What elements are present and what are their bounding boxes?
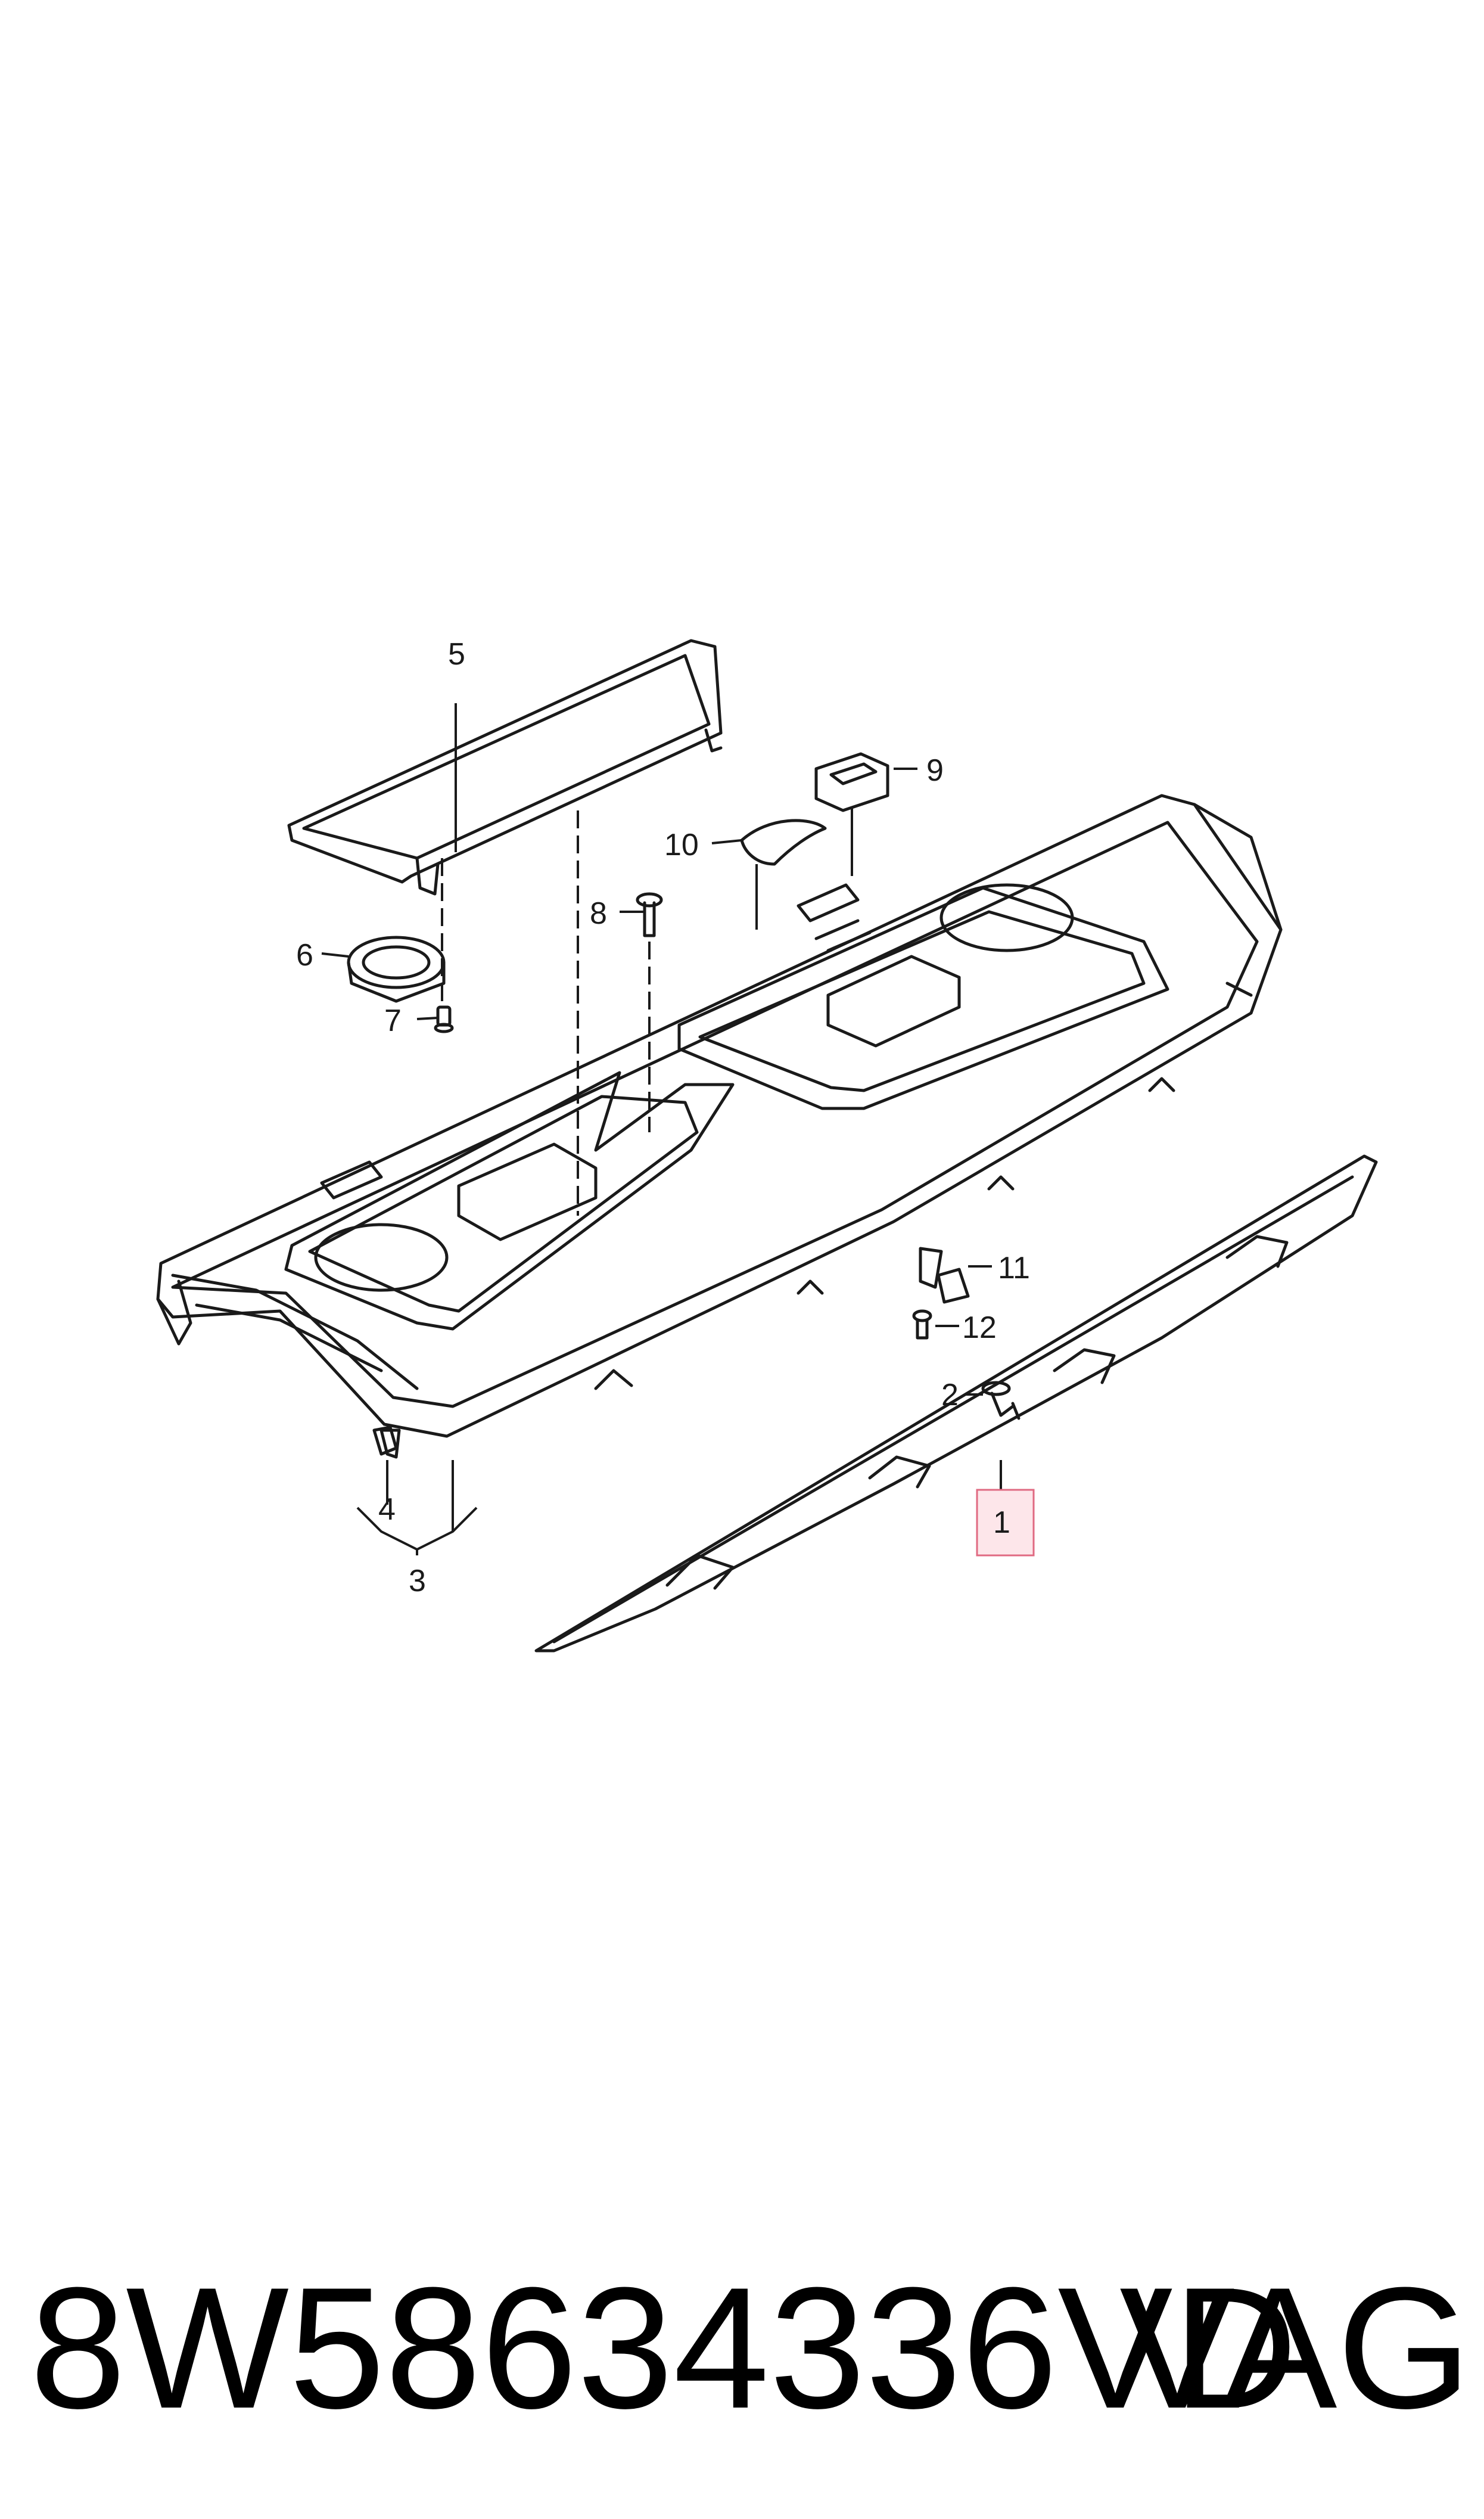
- callout-6: 6: [296, 938, 313, 973]
- footer: 8W58634336VD VAG: [30, 2259, 1471, 2437]
- screw-part-12: [912, 1309, 932, 1340]
- callout-5: 5: [448, 637, 465, 672]
- callout-11: 11: [998, 1251, 1030, 1285]
- callout-3: 3: [409, 1564, 426, 1598]
- callout-8: 8: [590, 896, 607, 931]
- highlight-box: [976, 1489, 1035, 1557]
- callout-7: 7: [384, 1004, 402, 1038]
- speaker-cover-part-5: [287, 639, 723, 896]
- leader-lines: [321, 703, 1002, 1555]
- callout-2: 2: [941, 1378, 959, 1412]
- dash-leaders: [441, 810, 651, 1216]
- part-number: 8W58634336VD: [30, 2251, 1298, 2445]
- bracket-part-9: [814, 752, 889, 812]
- bracket-part-4: [372, 1425, 398, 1456]
- callout-12: 12: [962, 1310, 997, 1345]
- brand-label: VAG: [1119, 2251, 1471, 2445]
- callout-10: 10: [664, 828, 699, 862]
- cap-part-10: [740, 819, 827, 866]
- callout-9: 9: [926, 753, 944, 788]
- callout-1: 1: [993, 1505, 1010, 1540]
- bolt-part-8: [636, 892, 663, 937]
- clip-part-2: [981, 1381, 1015, 1417]
- screw-part-7: [434, 1005, 454, 1033]
- trim-strip-part-1: [534, 1154, 1378, 1653]
- callout-4: 4: [378, 1492, 396, 1527]
- parts-diagram: 1 2 3 4 5 6 7 8 9 10 11 12: [156, 637, 1378, 1653]
- speaker-part-6: [347, 936, 446, 1003]
- clip-part-11: [937, 1268, 970, 1304]
- parcel-shelf: [156, 794, 1283, 1459]
